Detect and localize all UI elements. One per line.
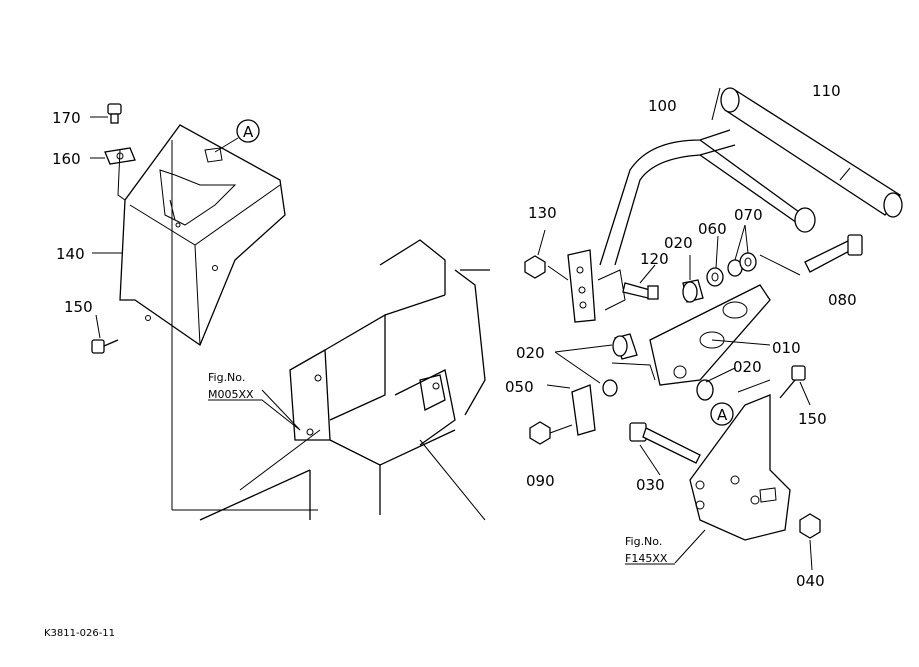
nut-040 bbox=[799, 513, 821, 539]
frame-structure bbox=[199, 239, 490, 521]
marker-a-left-text: A bbox=[243, 123, 254, 141]
label-020-top: 020 bbox=[664, 234, 693, 252]
bolt-150-right bbox=[779, 365, 806, 399]
label-040: 040 bbox=[796, 572, 825, 590]
fig-ref-left-title: Fig.No. bbox=[208, 371, 245, 384]
label-010: 010 bbox=[772, 339, 801, 357]
bushing-020-right bbox=[696, 379, 714, 401]
label-060: 060 bbox=[698, 220, 727, 238]
label-140: 140 bbox=[56, 245, 85, 263]
fig-ref-right-title: Fig.No. bbox=[625, 535, 662, 548]
label-150-left: 150 bbox=[64, 298, 93, 316]
label-160: 160 bbox=[52, 150, 81, 168]
washer-060 bbox=[706, 267, 724, 287]
bracket-plate bbox=[689, 379, 791, 541]
label-100: 100 bbox=[648, 97, 677, 115]
bolt-150-left bbox=[91, 339, 119, 354]
grip-110 bbox=[711, 87, 903, 218]
label-080: 080 bbox=[828, 291, 857, 309]
label-020-right: 020 bbox=[733, 358, 762, 376]
label-120: 120 bbox=[640, 250, 669, 268]
bushing-020-top bbox=[682, 279, 704, 303]
label-090: 090 bbox=[526, 472, 555, 490]
drawing-code: K3811-026-11 bbox=[44, 628, 115, 639]
bracket-010 bbox=[649, 284, 771, 386]
label-030: 030 bbox=[636, 476, 665, 494]
fig-ref-left-code: M005XX bbox=[208, 388, 254, 401]
plate-130 bbox=[567, 249, 626, 323]
bolt-120 bbox=[622, 282, 659, 300]
bolt-170 bbox=[107, 103, 122, 124]
bolt-030 bbox=[629, 422, 701, 464]
bushing-020-middle bbox=[612, 333, 638, 360]
marker-a-right: A bbox=[710, 402, 734, 426]
link-050 bbox=[571, 379, 618, 436]
label-130: 130 bbox=[528, 204, 557, 222]
label-070: 070 bbox=[734, 206, 763, 224]
pedal-rod-100 bbox=[599, 129, 816, 266]
nut-090 bbox=[529, 421, 573, 445]
marker-a-right-text: A bbox=[717, 406, 728, 424]
marker-a-left: A bbox=[236, 119, 260, 143]
label-150-right: 150 bbox=[798, 410, 827, 428]
label-050: 050 bbox=[505, 378, 534, 396]
cover-140 bbox=[119, 124, 286, 346]
washer-070 bbox=[727, 252, 757, 277]
fig-ref-right-code: F145XX bbox=[625, 552, 668, 565]
nut-130 bbox=[524, 255, 546, 279]
label-020-middle: 020 bbox=[516, 344, 545, 362]
bolt-080 bbox=[759, 234, 863, 276]
label-170: 170 bbox=[52, 109, 81, 127]
label-110: 110 bbox=[812, 82, 841, 100]
